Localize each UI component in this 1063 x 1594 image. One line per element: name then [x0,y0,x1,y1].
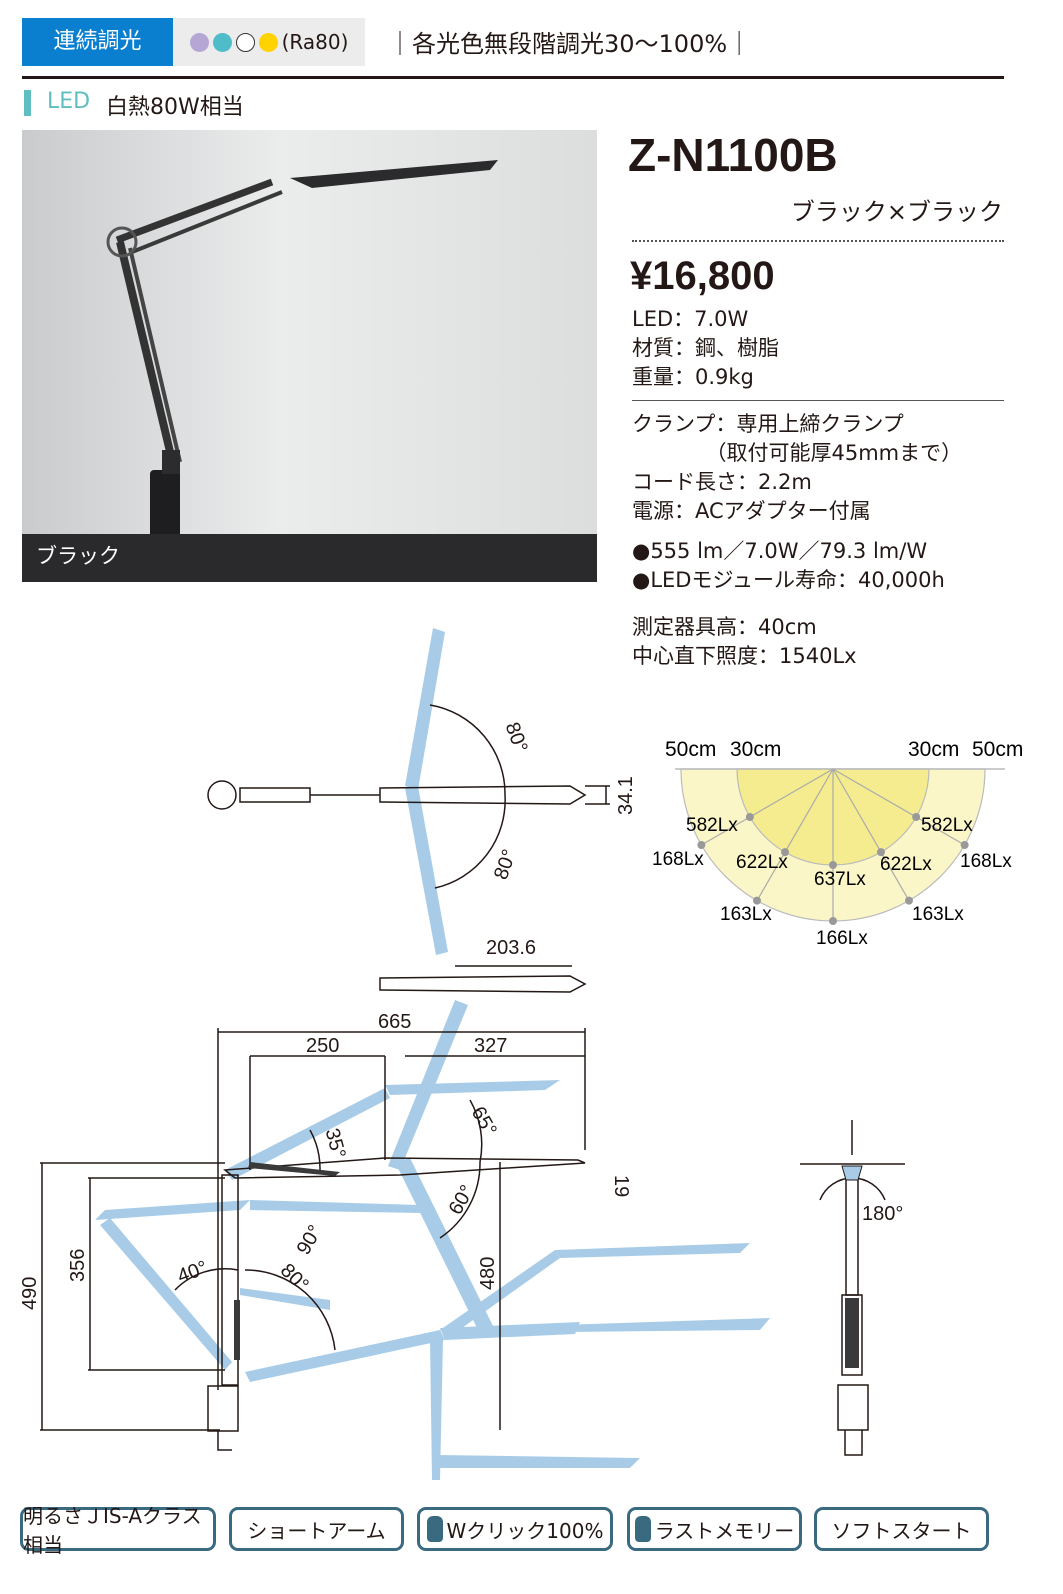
badge-label: ラストメモリー [654,1518,795,1543]
distance-label: 30cm [908,738,959,761]
color-dot [212,32,232,52]
feature-badge: Wクリック100% [417,1507,613,1551]
angle-label: 40° [174,1257,210,1288]
color-dot [258,32,278,52]
ray-line [832,768,910,901]
divider [632,400,1004,401]
ray-line [701,768,834,846]
spec-line: 重量：0.9kg [632,365,754,389]
spec-line: クランプ：専用上締クランプ [632,412,904,436]
measure-point [877,848,885,857]
measure-point [745,813,754,821]
dimension-label: 356 [67,1249,89,1282]
spec-line: 電源：ACアダプター付属 [632,499,871,523]
angle-label: 90° [293,1221,327,1258]
spec-line: 測定器具高：40cm [632,615,817,639]
measure-point [753,896,761,905]
angle-label: 35° [321,1126,350,1161]
spec-line: LED：7.0W [632,307,749,331]
photo-caption: ブラック [36,544,120,568]
dimension-label: 250 [306,1035,339,1057]
measure-point [912,813,921,821]
feature-badge: ショートアーム [229,1507,404,1551]
badge-label: 明るさＪIS-Aクラス相当 [23,1504,202,1557]
lux-label: 163Lx [720,904,772,925]
spec-line: ●LEDモジュール寿命：40,000h [632,568,945,592]
lux-label: 582Lx [921,815,973,836]
spec-line: 中心直下照度：1540Lx [632,644,857,668]
spec-group: 測定器具高：40cm 中心直下照度：1540Lx [632,613,857,671]
lux-label: 622Lx [736,852,788,873]
technical-drawing: 80° 80° 34.1 203.6 665 250 327 19 490 35… [19,628,905,1480]
lux-label: 582Lx [686,815,738,836]
angle-label: 80° [490,847,521,883]
feature-badge: ラストメモリー [627,1507,802,1551]
color-temp-tag: (Ra80) [173,18,365,66]
spec-group: LED：7.0W 材質：鋼、樹脂 重量：0.9kg [632,305,779,392]
finish-color: ブラック×ブラック [790,198,1003,226]
feature-badge: ソフトスタート [814,1507,989,1551]
dimension-label: 665 [378,1011,411,1033]
spec-line: （取付可能厚45mmまで） [632,441,963,465]
measure-point [781,848,789,857]
ray-line [832,768,965,846]
badge-label: ショートアーム [247,1518,386,1543]
model-number: Z-N1100B [628,129,838,181]
spec-group: ●555 lm／7.0W／79.3 lm/W ●LEDモジュール寿命：40,00… [632,537,945,595]
illuminance-diagram: 50cm 30cm 30cm 50cm 582Lx 622Lx 637Lx 62… [652,738,1023,949]
led-equivalent: 白熱80W相当 [106,95,244,120]
dimension-label: 203.6 [486,937,536,959]
lux-label: 168Lx [960,851,1012,872]
distance-label: 50cm [972,738,1023,761]
angle-label: 60° [445,1181,479,1218]
hand-pointer-icon [426,1516,443,1542]
lux-label: 637Lx [814,869,866,890]
dimming-tag: 連続調光 [22,18,173,66]
angle-label: 65° [467,1103,501,1140]
color-dot [189,32,209,52]
measure-point [697,841,706,849]
color-dot [235,32,255,52]
spec-line: ●555 lm／7.0W／79.3 lm/W [632,539,928,563]
desk [22,534,597,582]
spec-line: コード長さ：2.2m [632,470,812,494]
ray-line [756,768,834,901]
lamp-image [106,160,498,540]
dimension-label: 490 [19,1277,41,1310]
badge-label: ソフトスタート [831,1518,972,1543]
dimension-label: 480 [477,1257,499,1290]
hand-pointer-icon [634,1516,651,1542]
spec-line: 材質：鋼、樹脂 [632,336,779,360]
lux-label: 166Lx [816,928,868,949]
dimension-label: 19 [610,1175,632,1197]
led-label: LED [47,89,91,114]
accent-bar [24,90,31,116]
ra-value: (Ra80) [281,30,349,54]
feature-badge: 明るさＪIS-Aクラス相当 [20,1504,216,1557]
divider [22,76,1004,79]
angle-label: 180° [862,1203,903,1225]
product-photo: ブラック [22,130,597,582]
divider [632,240,1004,242]
distance-label: 50cm [665,738,716,761]
dimming-range: ｜各光色無段階調光30～100%｜ [388,30,752,58]
spec-group: クランプ：専用上締クランプ （取付可能厚45mmまで） コード長さ：2.2m 電… [632,410,962,526]
measure-point [960,841,969,849]
dimension-label: 34.1 [615,776,637,815]
lux-label: 168Lx [652,849,704,870]
dimension-label: 327 [474,1035,507,1057]
measure-point [829,861,837,869]
angle-label: 80° [501,719,532,755]
measure-point [905,896,913,905]
lux-label: 622Lx [880,854,932,875]
distance-label: 30cm [730,738,781,761]
measure-point [829,917,837,925]
lux-label: 163Lx [912,904,964,925]
badge-label: Wクリック100% [446,1518,604,1543]
price: ¥16,800 [630,254,775,298]
angle-label: 80° [276,1259,313,1296]
